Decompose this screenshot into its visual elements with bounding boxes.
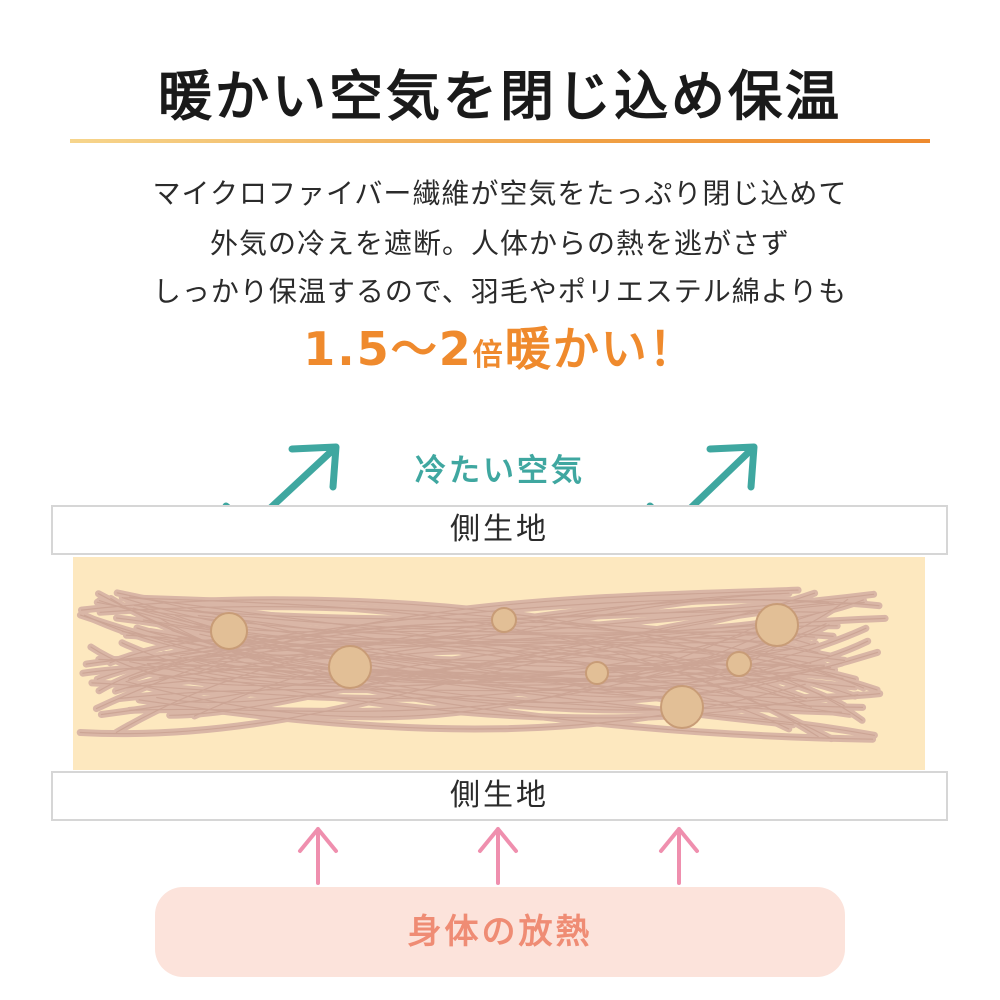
fiber-strand-outline (170, 665, 845, 707)
bottom-fabric-layer: 側生地 (51, 771, 948, 821)
fiber-strand-outline (96, 642, 856, 697)
fiber-strand-outline (83, 592, 790, 660)
air-pocket (755, 603, 799, 647)
headline-text: 暖かい！ (504, 322, 697, 376)
fiber-strand-outline (193, 650, 825, 717)
headline-number: 1.5〜2 (303, 322, 473, 376)
fiber-strand-outline (123, 597, 832, 740)
description-line-2: 外気の冷えを遮断。人体からの熱を逃がさず (209, 227, 790, 260)
air-pocket (328, 645, 372, 689)
fiber-strand-outline (177, 636, 832, 691)
fiber-strand-outline (99, 606, 811, 664)
air-pocket (660, 685, 704, 729)
fiber-strand-outline (98, 600, 791, 680)
fiber-strand-outline (163, 601, 865, 676)
fiber-strand-outline (117, 663, 784, 700)
cold-air-label: 冷たい空気 (415, 453, 585, 489)
body-heat-label: 身体の放熱 (155, 887, 845, 977)
title-underline (70, 139, 930, 143)
fiber-strand-outline (158, 599, 835, 679)
air-pocket (491, 607, 517, 633)
fiber-strand-outline (98, 654, 843, 692)
description-line-3: しっかり保温するので、羽毛やポリエステル綿よりも (152, 275, 848, 308)
fiber-strand-outline (198, 637, 851, 715)
headline: 1.5〜2倍暖かい！ (0, 313, 1000, 379)
air-pocket (726, 651, 752, 677)
fiber-strand-outline (79, 614, 874, 740)
fiber-strand-outline (114, 640, 869, 692)
top-fabric-layer: 側生地 (51, 505, 948, 555)
page-title: 暖かい空気を閉じ込め保温 (158, 65, 842, 128)
body-heat-arrows (298, 827, 699, 885)
fiber-strand-outline (115, 633, 878, 733)
trapped-air-pockets (210, 603, 799, 729)
fiber-strand-outline (147, 647, 795, 688)
fiber-strand-outline (79, 634, 816, 735)
heat-arrow-2 (478, 827, 518, 885)
fiber-strand-outline (95, 589, 799, 710)
fiber-strand-outline (199, 592, 783, 648)
headline-unit: 倍 (472, 338, 505, 373)
air-pocket (585, 661, 609, 685)
heat-arrow-1 (298, 827, 338, 885)
description-line-1: マイクロファイバー繊維が空気をたっぷり閉じ込めて (152, 177, 848, 210)
fiber-strand-outline (163, 640, 843, 713)
heat-arrow-3 (659, 827, 699, 885)
fiber-strand-outline (136, 627, 791, 681)
fiber-strand-outline (139, 605, 827, 681)
air-pocket (210, 612, 248, 650)
fiber-strand-outline (125, 610, 791, 718)
